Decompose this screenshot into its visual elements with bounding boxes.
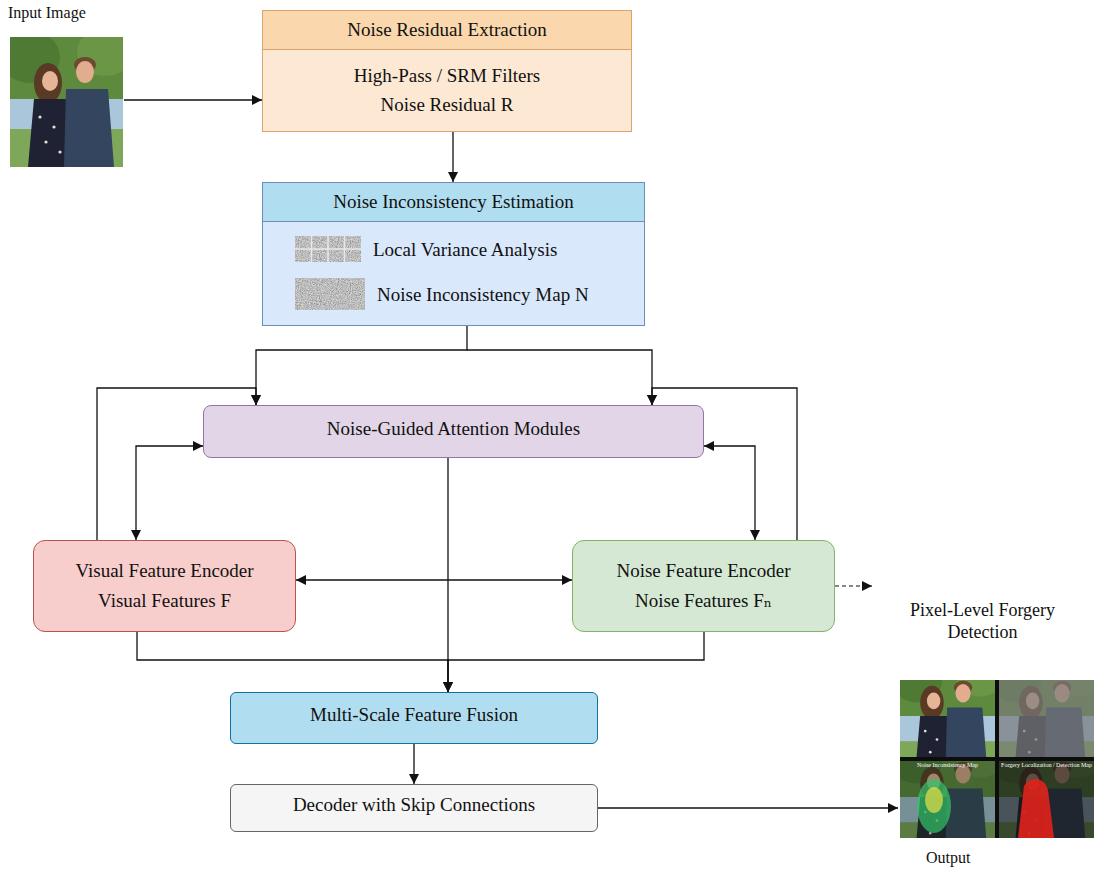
connector-arrow xyxy=(256,326,467,405)
decoder-box: Decoder with Skip Connections xyxy=(230,784,598,832)
output-image xyxy=(892,656,1094,854)
box-title: Visual Feature Encoder xyxy=(75,559,253,583)
icon-row: Local Variance Analysis xyxy=(295,236,557,262)
connector-arrow xyxy=(413,744,414,784)
box-text: Visual Features F xyxy=(98,589,231,613)
box-text: Noise Inconsistency Map N xyxy=(377,283,589,307)
icon-row: Noise Inconsistency Map N xyxy=(295,278,589,310)
box-title: Multi-Scale Feature Fusion xyxy=(310,703,518,727)
attention-box: Noise-Guided Attention Modules xyxy=(203,405,704,458)
header-band: Noise Inconsistency Estimation xyxy=(263,183,644,222)
encoder-box: Noise Feature EncoderNoise Features Fₙ xyxy=(572,540,835,632)
image-caption: Output xyxy=(926,848,1006,867)
connector-arrow xyxy=(137,632,448,692)
box-text: Noise Residual R xyxy=(381,93,514,117)
process-box: Noise Inconsistency EstimationLocal Vari… xyxy=(262,182,645,326)
image-arrow xyxy=(124,99,262,100)
image-caption: Input Image xyxy=(8,3,128,22)
connector-arrow xyxy=(136,446,203,540)
box-title: Noise Inconsistency Estimation xyxy=(271,190,636,214)
connector-arrow xyxy=(448,632,704,692)
panel-title: Forgery Localization / Detection Map xyxy=(1001,762,1092,769)
branch-line xyxy=(467,350,652,405)
connector-arrow xyxy=(447,458,448,692)
box-body: Local Variance AnalysisNoise Inconsisten… xyxy=(263,222,644,325)
connector-arrow xyxy=(296,579,572,580)
box-title: Noise Residual Extraction xyxy=(271,18,623,42)
input-photo xyxy=(0,28,133,167)
process-box: Noise Residual ExtractionHigh-Pass / SRM… xyxy=(262,10,632,132)
connector-arrow xyxy=(704,446,755,540)
box-title: Noise Feature Encoder xyxy=(616,559,790,583)
panel-title: Noise Inconsistency Map xyxy=(902,762,993,769)
box-title: Noise-Guided Attention Modules xyxy=(327,417,580,441)
box-text: High-Pass / SRM Filters xyxy=(354,64,540,88)
variance-grid-icon xyxy=(295,236,361,262)
box-body: High-Pass / SRM FiltersNoise Residual R xyxy=(263,50,631,131)
box-title: Decoder with Skip Connections xyxy=(293,793,535,817)
connector-arrow xyxy=(452,132,453,182)
box-text: Local Variance Analysis xyxy=(373,238,557,262)
encoder-box: Visual Feature EncoderVisual Features F xyxy=(33,540,296,632)
noise-map-icon xyxy=(295,278,365,310)
box-text: Noise Features Fₙ xyxy=(635,589,772,613)
output-note: Pixel-Level Forgery Detection xyxy=(880,600,1085,643)
dashed-arrow xyxy=(835,585,872,586)
fusion-box: Multi-Scale Feature Fusion xyxy=(230,692,598,744)
header-band: Noise Residual Extraction xyxy=(263,11,631,50)
output-arrow xyxy=(598,807,898,808)
